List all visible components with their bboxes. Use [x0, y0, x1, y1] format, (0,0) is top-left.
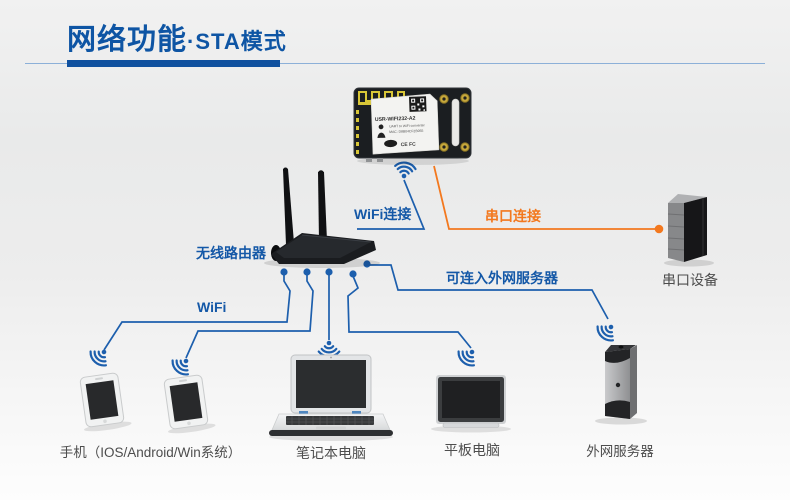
module-cert-marks: CE FC [401, 142, 417, 149]
module-mounting-holes [439, 93, 470, 152]
page-title-main: 网络功能 [67, 24, 188, 56]
phone2-shadow [167, 423, 216, 434]
laptop-hinge-right [352, 411, 361, 415]
serial-device-front [684, 197, 707, 262]
tablet [431, 375, 511, 433]
line-router-to-server [367, 264, 609, 320]
wifi-module: USR-WIFI232-A2 UART to WiFi converter MA… [353, 87, 472, 165]
label-serial-device: 串口设备 [662, 272, 718, 288]
module-logo-oval [384, 139, 398, 148]
module-brand-figure [377, 124, 386, 138]
wifi-signal-icon-tablet [454, 342, 483, 370]
tablet-stand-base [442, 422, 500, 428]
dot-phone1-link [280, 268, 288, 276]
phone-2 [163, 374, 216, 434]
router-antenna-right-tip [318, 170, 324, 176]
laptop-bottom-edge [269, 430, 393, 436]
label-laptop: 笔记本电脑 [296, 445, 366, 461]
module-desc-text: UART to WiFi converter [389, 123, 426, 128]
router-top-face [276, 235, 371, 258]
phone2-screen [169, 382, 203, 422]
tablet-screen [442, 381, 500, 418]
serial-device [664, 194, 714, 267]
dot-tablet-link [349, 270, 357, 278]
module-mounting-slot [451, 98, 460, 147]
label-extranet-note: 可连入外网服务器 [446, 270, 558, 286]
line-router-to-phone2 [185, 274, 314, 359]
serial-device-shadow [664, 259, 714, 267]
serial-device-top [668, 194, 707, 203]
module-pin-right [377, 158, 383, 162]
external-server [595, 345, 647, 425]
laptop-hinge-left [299, 411, 308, 415]
page-title-sub: ·STA模式 [187, 29, 287, 54]
wireless-router [264, 167, 380, 268]
line-module-to-serial-device [433, 165, 655, 230]
wifi-signal-icon-server [593, 317, 622, 345]
dot-phone2-link [303, 268, 311, 276]
server-handle-hole [618, 345, 624, 349]
laptop-touchpad [316, 426, 346, 431]
laptop-key-rows [286, 416, 374, 425]
label-wifi-connect: WiFi连接 [354, 206, 412, 222]
router-edge-highlight [301, 234, 372, 243]
phone1-screen [85, 380, 119, 420]
header-accent-bar [67, 60, 280, 67]
serial-device-segments [667, 213, 685, 251]
router-antenna-right [318, 172, 327, 242]
label-wireless-router: 无线路由器 [196, 245, 266, 261]
label-phones: 手机（IOS/Android/Win系统） [59, 445, 242, 460]
dot-laptop-link [325, 268, 333, 276]
laptop [269, 354, 393, 441]
laptop-camera [330, 356, 332, 359]
label-serial-connect: 串口连接 [485, 208, 541, 224]
module-qr-code [409, 96, 427, 112]
wifi-signal-icon-phone1 [86, 342, 115, 370]
module-mac-text: MAC: D8B04CF2B055 [389, 129, 423, 134]
phone1-shadow [83, 421, 132, 432]
module-edge-pads [356, 110, 359, 154]
wifi-signal-icon-laptop [317, 339, 341, 358]
dot-serial-endpoint [654, 224, 664, 234]
module-pin-left [366, 158, 372, 162]
line-router-to-tablet [347, 275, 472, 349]
serial-device-side [668, 203, 684, 262]
phone-1 [79, 372, 132, 432]
server-bottom-accent [605, 400, 630, 419]
server-top-accent [605, 349, 630, 363]
wifi-connection-lines [103, 179, 609, 359]
wifi-signal-icon-phone2 [168, 351, 197, 379]
server-side-face [630, 345, 637, 419]
laptop-screen [296, 360, 366, 408]
line-module-to-router-wifi [357, 179, 426, 230]
server-power-button [615, 382, 621, 388]
phone1-home-button [103, 419, 107, 424]
line-router-to-phone1 [103, 274, 291, 351]
laptop-keyboard [286, 416, 374, 425]
server-shadow [595, 417, 647, 425]
phone2-home-button [187, 421, 191, 426]
phone1-speaker [95, 377, 103, 381]
module-name-text: USR-WIFI232-A2 [375, 116, 416, 123]
header-divider-line [25, 63, 765, 64]
page-title: 网络功能·STA模式 [67, 16, 287, 58]
router-antenna-left [283, 169, 294, 245]
phone2-speaker [179, 379, 187, 383]
router-port-dots [280, 260, 371, 278]
module-shadow [357, 157, 469, 165]
label-wifi: WiFi [197, 299, 227, 315]
router-antenna-left-tip [283, 167, 288, 173]
server-top-face [605, 345, 636, 352]
label-tablet: 平板电脑 [444, 442, 500, 458]
module-label-sticker: USR-WIFI232-A2 UART to WiFi converter MA… [370, 93, 440, 155]
label-ext-server: 外网服务器 [586, 444, 654, 459]
dot-server-link [363, 260, 371, 268]
